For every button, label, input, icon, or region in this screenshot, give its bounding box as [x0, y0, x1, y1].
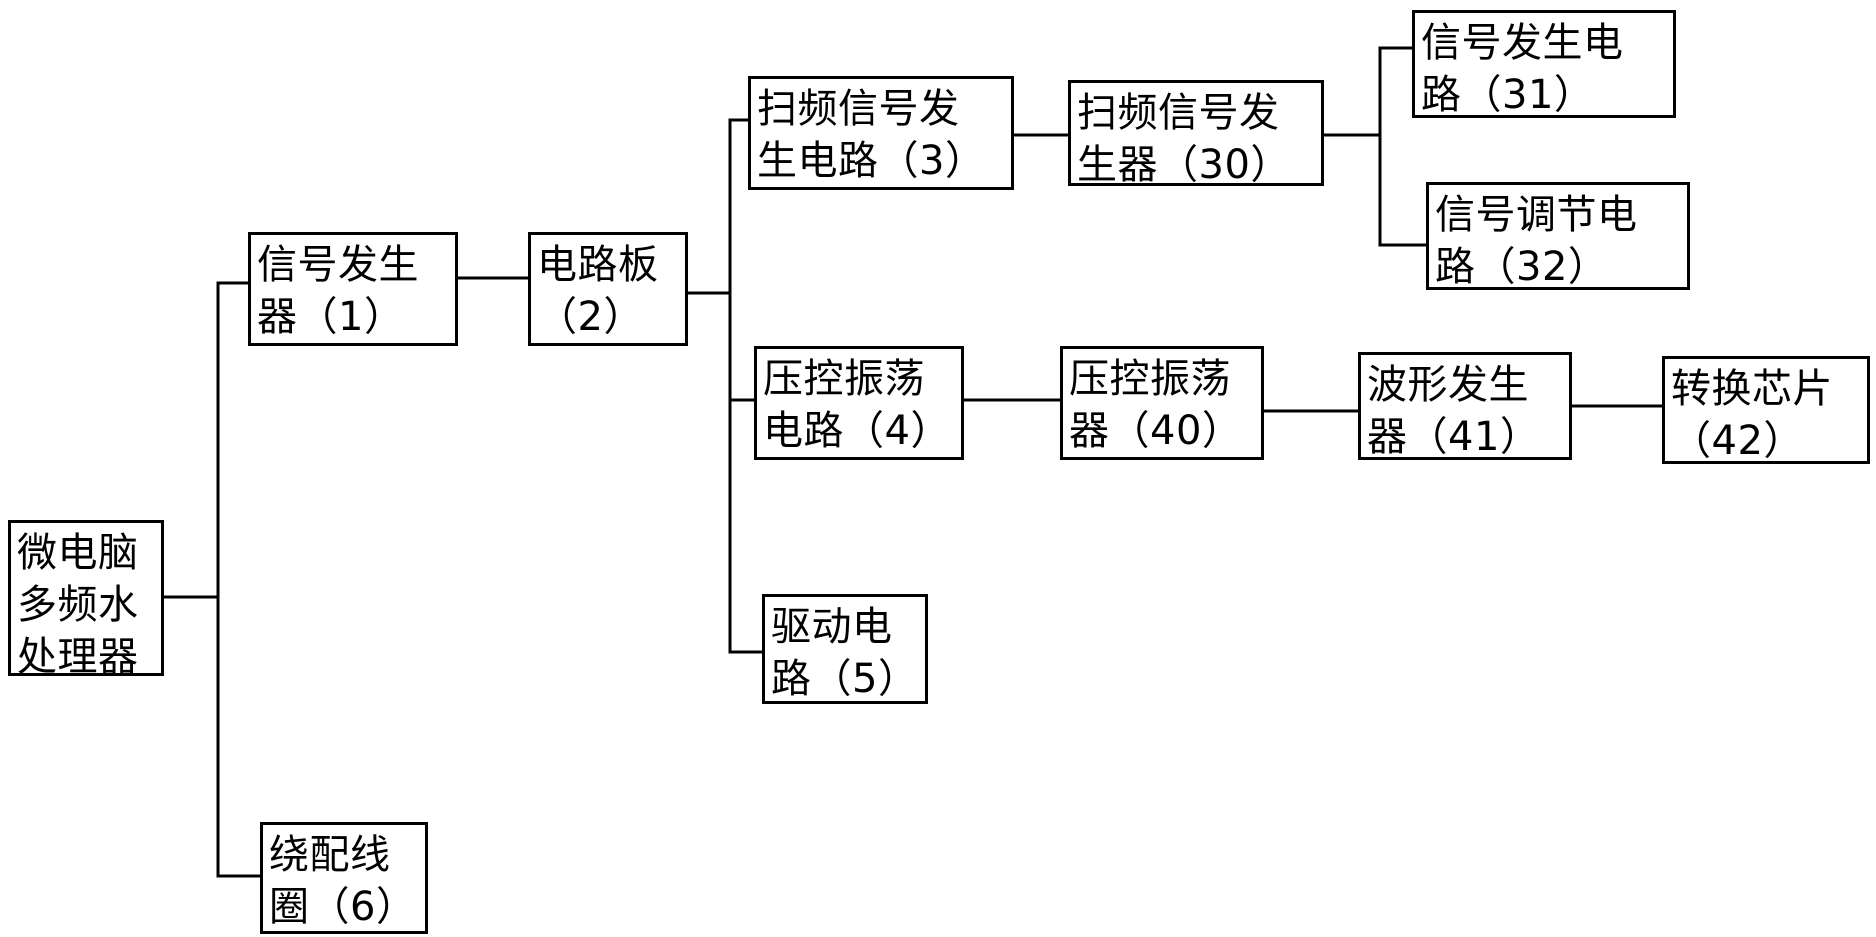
- node-label-line: 电路板: [537, 242, 659, 288]
- node-sweep-signal-generator: 扫频信号发 生器（30）: [1068, 80, 1324, 186]
- node-label-line: 路（31）: [1421, 72, 1595, 118]
- node-label-line: 压控振荡: [1069, 356, 1231, 402]
- node-label-line: 路（5）: [771, 656, 919, 702]
- node-signal-generation-circuit: 信号发生电 路（31）: [1412, 10, 1676, 118]
- node-vco: 压控振荡 器（40）: [1060, 346, 1264, 460]
- node-label-line: 微电脑: [17, 530, 139, 576]
- node-label-line: 器（40）: [1069, 408, 1243, 454]
- node-label-line: 驱动电: [771, 604, 893, 650]
- node-signal-conditioning-circuit: 信号调节电 路（32）: [1426, 182, 1690, 290]
- node-label-line: 信号发生电: [1421, 20, 1624, 66]
- node-label-line: 处理器: [17, 634, 139, 676]
- node-label-line: 转换芯片: [1671, 366, 1833, 412]
- node-label-line: 绕配线: [269, 832, 391, 878]
- node-label-line: 路（32）: [1435, 244, 1609, 290]
- node-vco-circuit: 压控振荡 电路（4）: [754, 346, 964, 460]
- node-label-line: 生电路（3）: [757, 138, 986, 184]
- node-winding-coil: 绕配线 圈（6）: [260, 822, 428, 934]
- node-label-line: 信号调节电: [1435, 192, 1638, 238]
- node-sweep-signal-circuit: 扫频信号发 生电路（3）: [748, 76, 1014, 190]
- node-label-line: （42）: [1671, 418, 1804, 464]
- node-waveform-generator: 波形发生 器（41）: [1358, 352, 1572, 460]
- node-label-line: （2）: [537, 294, 644, 340]
- node-label-line: 多频水: [17, 582, 139, 628]
- node-label-line: 器（41）: [1367, 414, 1541, 460]
- node-label-line: 圈（6）: [269, 884, 417, 930]
- node-label-line: 压控振荡: [763, 356, 925, 402]
- node-label-line: 扫频信号发: [757, 86, 960, 132]
- node-microcomputer-processor: 微电脑 多频水 处理器: [8, 520, 164, 676]
- node-label-line: 生器（30）: [1077, 142, 1291, 186]
- node-signal-generator: 信号发生 器（1）: [248, 232, 458, 346]
- node-label-line: 扫频信号发: [1077, 90, 1280, 136]
- node-label-line: 信号发生: [257, 242, 419, 288]
- node-label-line: 波形发生: [1367, 362, 1529, 408]
- node-conversion-chip: 转换芯片 （42）: [1662, 356, 1870, 464]
- node-label-line: 电路（4）: [763, 408, 951, 454]
- node-label-line: 器（1）: [257, 294, 405, 340]
- node-drive-circuit: 驱动电 路（5）: [762, 594, 928, 704]
- node-circuit-board: 电路板 （2）: [528, 232, 688, 346]
